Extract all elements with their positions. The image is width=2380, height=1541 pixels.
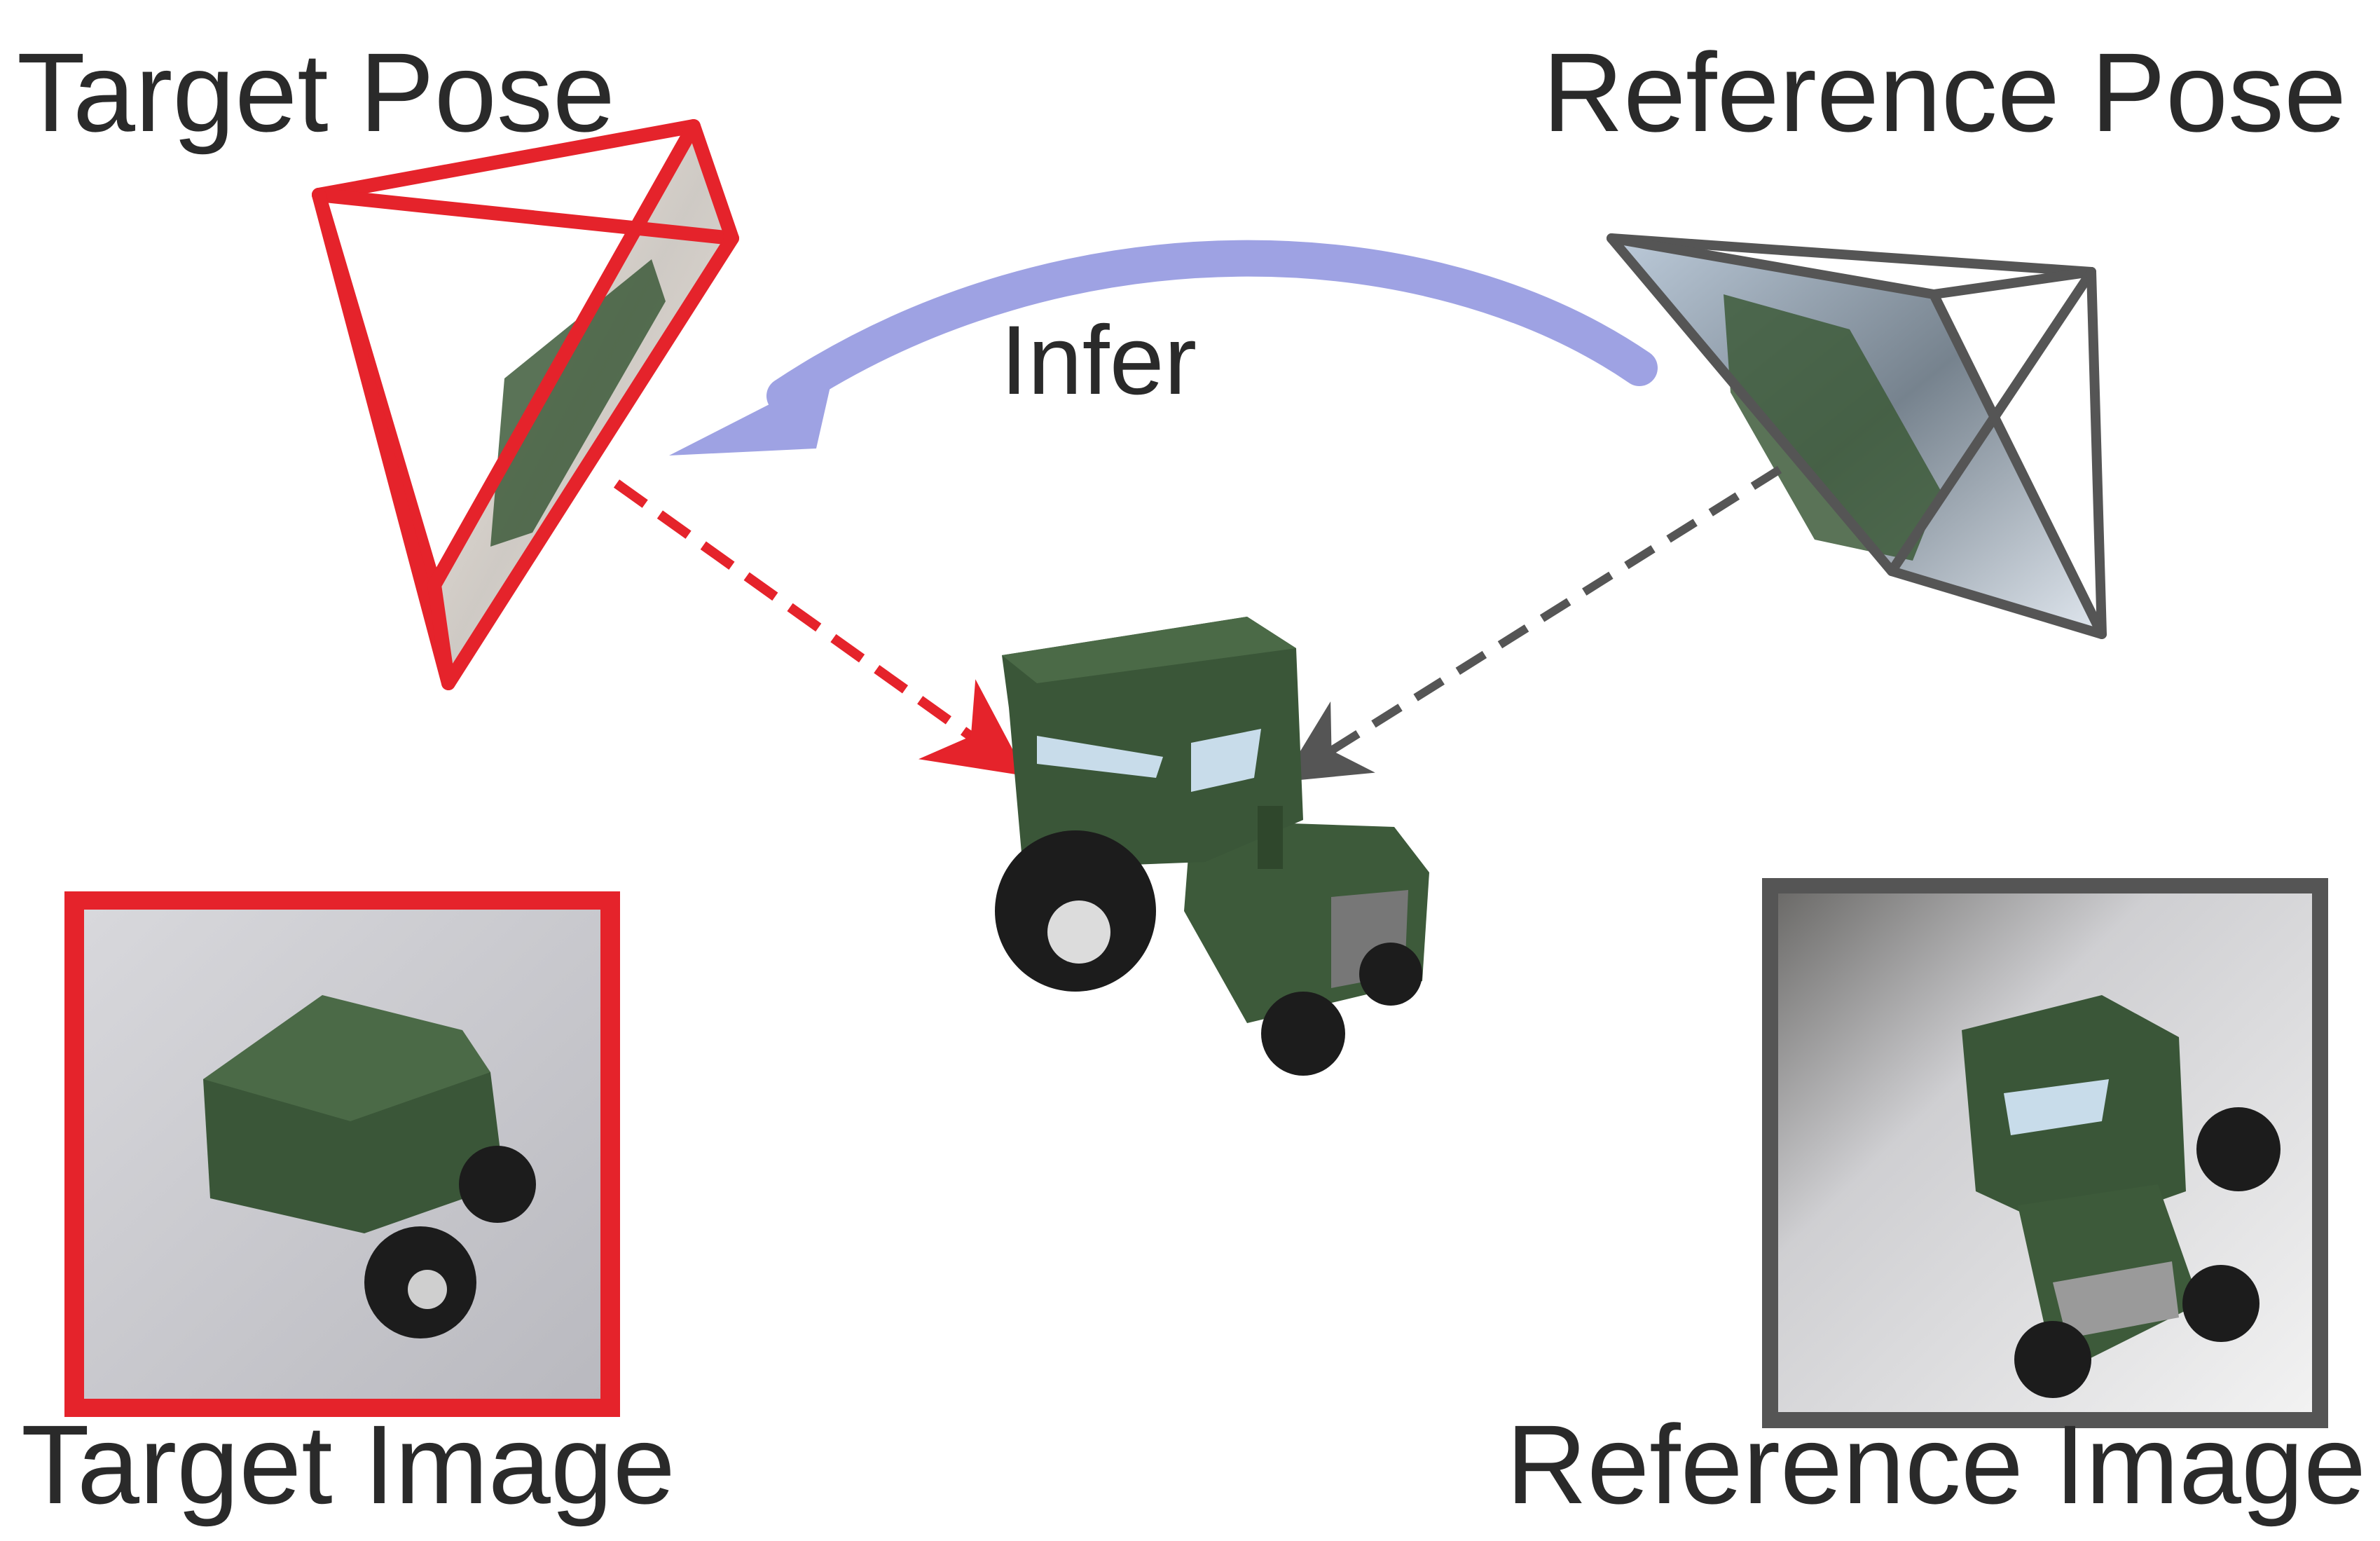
tractor-exhaust — [1258, 806, 1283, 869]
tractor-window-left — [1037, 736, 1163, 778]
reference-photo-wheel-right — [2182, 1265, 2259, 1342]
target-pose-label: Target Pose — [17, 29, 615, 155]
tractor-rear-hub — [1047, 900, 1110, 964]
target-dashed-arrow — [613, 479, 1027, 776]
infer-arrow — [669, 240, 1658, 456]
reference-photo-window — [2004, 1079, 2109, 1135]
reference-camera-frustum-icon — [1607, 233, 2107, 639]
target-camera-frustum-icon — [312, 119, 739, 690]
target-image — [64, 891, 620, 1417]
reference-image — [1762, 878, 2328, 1428]
target-image-label: Target Image — [21, 1402, 675, 1527]
target-plane-tractor — [490, 259, 666, 547]
reference-plane-tractor — [1724, 294, 1941, 561]
reference-image-label: Reference Image — [1506, 1402, 2366, 1527]
reference-dashed-arrow — [1281, 465, 1782, 782]
reference-photo-wheel-left — [2014, 1321, 2091, 1398]
tractor-cab-roof — [1002, 617, 1296, 683]
target-photo-tractor-top — [203, 995, 490, 1121]
reference-photo-grille — [2053, 1261, 2179, 1338]
tractor-cab — [1002, 617, 1303, 869]
target-photo-wheel-back — [459, 1146, 536, 1223]
reference-pose-label: Reference Pose — [1542, 29, 2346, 155]
infer-label: Infer — [1000, 305, 1197, 415]
tractor-front-wheel — [1261, 992, 1345, 1076]
tractor-object — [995, 617, 1429, 1076]
tractor-front-wheel-right — [1359, 943, 1422, 1006]
tractor-window-right — [1191, 729, 1261, 792]
target-photo-hub — [408, 1270, 447, 1309]
reference-photo-wheel-rear — [2196, 1107, 2281, 1191]
